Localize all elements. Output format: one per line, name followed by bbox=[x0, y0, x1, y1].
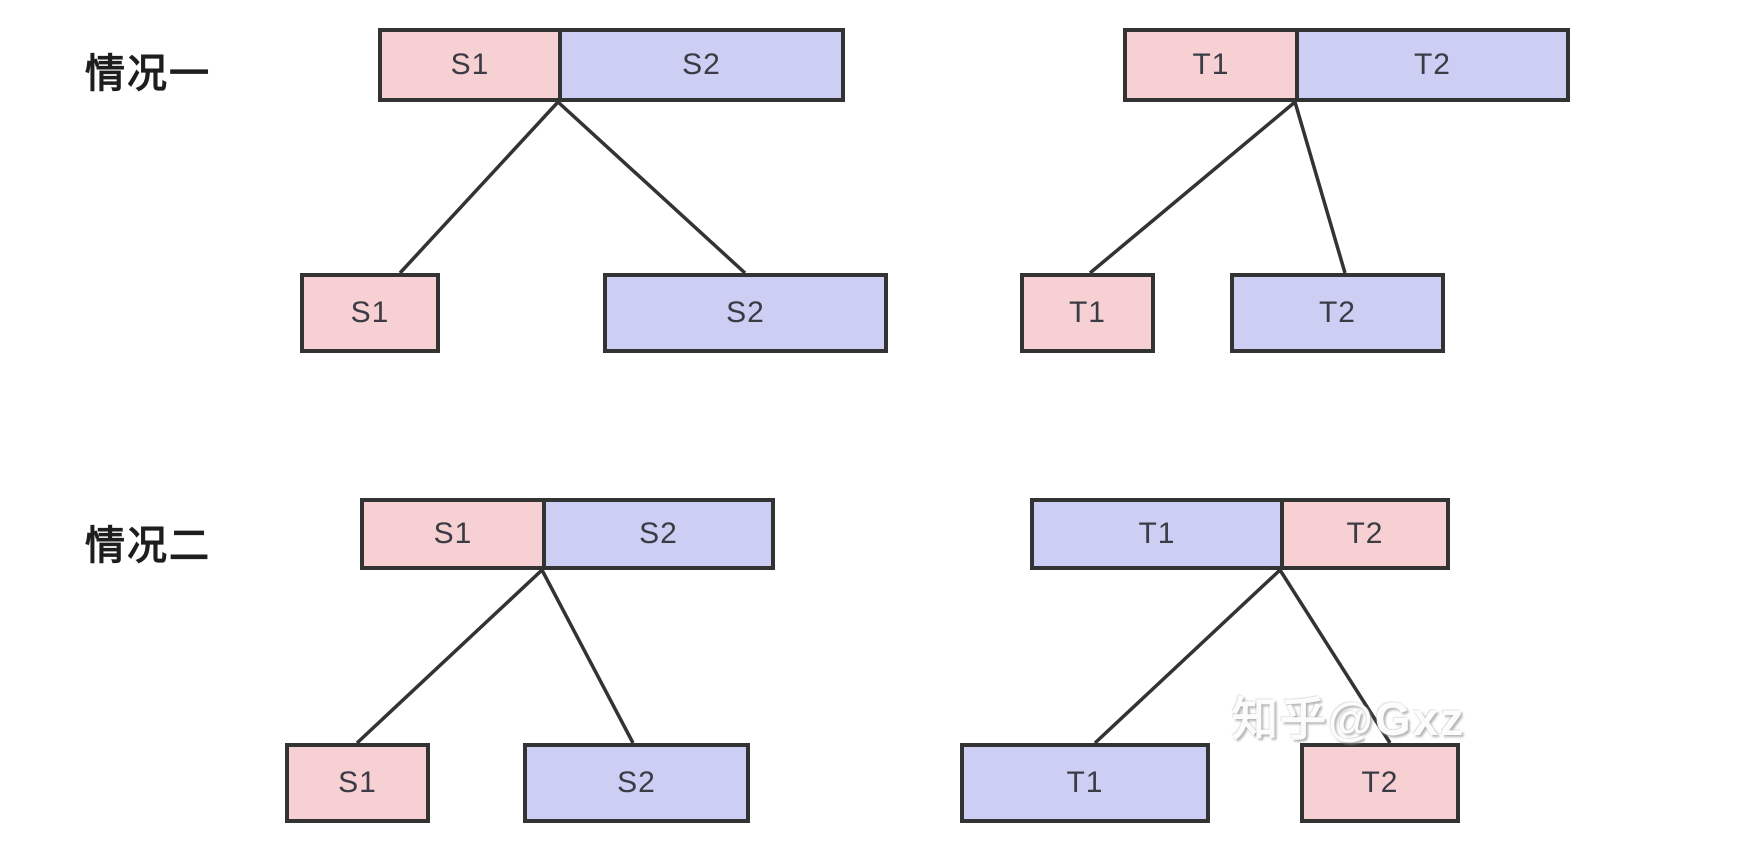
segment-label: T1 bbox=[1138, 517, 1176, 550]
case1-source-right-connector bbox=[556, 100, 747, 275]
node-label: S2 bbox=[617, 766, 656, 799]
node-label: T1 bbox=[1066, 766, 1104, 799]
case1-source-segment-s2: S2 bbox=[562, 32, 841, 98]
case1-source-parent-bar: S1 S2 bbox=[378, 28, 845, 102]
node-label: S2 bbox=[726, 296, 765, 329]
node-label: T1 bbox=[1068, 296, 1106, 329]
node-label: T2 bbox=[1361, 766, 1399, 799]
node-label: T2 bbox=[1318, 296, 1356, 329]
segment-label: T1 bbox=[1192, 48, 1230, 81]
case1-target-child-t1: T1 bbox=[1020, 273, 1155, 353]
case1-target-segment-t1: T1 bbox=[1127, 32, 1299, 98]
case2-source-child-s1: S1 bbox=[285, 743, 430, 823]
watermark: 知乎@Gxz bbox=[1232, 693, 1466, 745]
segment-label: T2 bbox=[1346, 517, 1384, 550]
case1-source-child-s2: S2 bbox=[603, 273, 888, 353]
case2-source-child-s2: S2 bbox=[523, 743, 750, 823]
case1-source-segment-s1: S1 bbox=[382, 32, 562, 98]
node-label: S1 bbox=[338, 766, 377, 799]
case2-target-child-t2: T2 bbox=[1300, 743, 1460, 823]
segment-label: T2 bbox=[1413, 48, 1451, 81]
case2-target-segment-t2: T2 bbox=[1284, 502, 1446, 566]
case1-target-parent-bar: T1 T2 bbox=[1123, 28, 1570, 102]
case1-source-child-s1: S1 bbox=[300, 273, 440, 353]
case2-label: 情况二 bbox=[85, 524, 211, 568]
case1-target-right-connector bbox=[1293, 101, 1347, 274]
case2-source-segment-s1: S1 bbox=[364, 502, 546, 566]
segment-label: S1 bbox=[450, 48, 490, 81]
case1-target-segment-t2: T2 bbox=[1299, 32, 1566, 98]
case2-target-child-t1: T1 bbox=[960, 743, 1210, 823]
case2-source-left-connector bbox=[355, 568, 544, 745]
case2-source-right-connector bbox=[540, 569, 635, 744]
node-label: S1 bbox=[350, 296, 390, 329]
segment-label: S2 bbox=[639, 517, 678, 550]
segment-label: S2 bbox=[682, 48, 721, 81]
segment-label: S1 bbox=[433, 517, 473, 550]
case1-target-child-t2: T2 bbox=[1230, 273, 1445, 353]
case2-source-parent-bar: S1 S2 bbox=[360, 498, 775, 570]
case2-target-segment-t1: T1 bbox=[1034, 502, 1284, 566]
case2-source-segment-s2: S2 bbox=[546, 502, 771, 566]
case1-source-left-connector bbox=[398, 100, 560, 275]
case1-target-left-connector bbox=[1088, 100, 1297, 275]
case2-target-parent-bar: T1 T2 bbox=[1030, 498, 1450, 570]
case1-label: 情况一 bbox=[85, 52, 211, 96]
